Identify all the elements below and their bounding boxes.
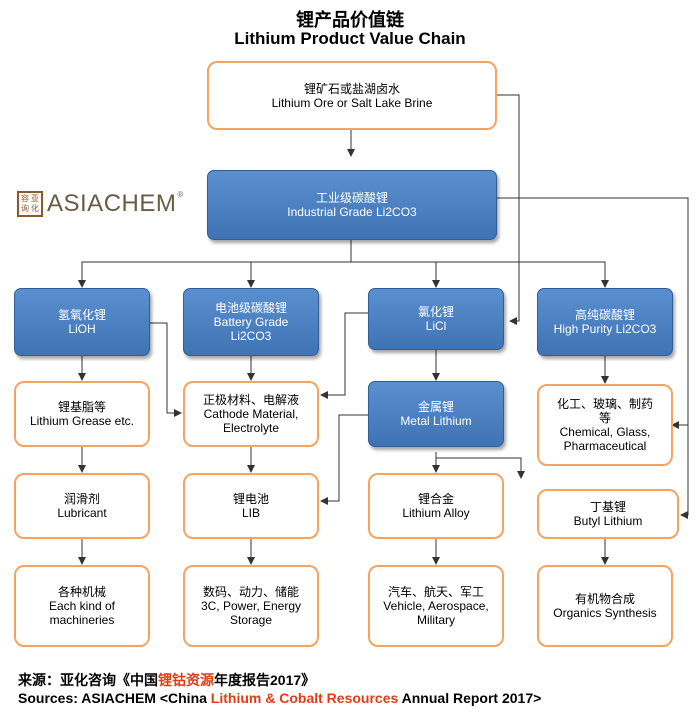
- node-organics-en: Organics Synthesis: [553, 606, 657, 620]
- node-butyl-cn: 丁基锂: [589, 500, 626, 514]
- node-chemical-cn1: 化工、玻璃、制药: [556, 397, 653, 411]
- node-power-en1: 3C, Power, Energy: [200, 599, 302, 613]
- edge-ore-licl: [497, 94, 520, 325]
- node-butyl: 丁基锂 Butyl Lithium: [537, 489, 679, 539]
- node-highpurity-en: High Purity Li2CO3: [553, 322, 657, 336]
- source-english: Sources: ASIACHEM <China Lithium & Cobal…: [18, 690, 541, 706]
- node-alloy-en: Lithium Alloy: [402, 506, 470, 520]
- node-machinery: 各种机械 Each kind of machineries: [14, 565, 150, 647]
- node-cathode: 正极材料、电解液 Cathode Material, Electrolyte: [183, 381, 319, 447]
- node-cathode-en2: Electrolyte: [222, 421, 280, 435]
- node-industrial-en: Industrial Grade Li2CO3: [287, 205, 417, 219]
- node-vehicle-en1: Vehicle, Aerospace,: [383, 599, 489, 613]
- node-grease-en: Lithium Grease etc.: [29, 414, 135, 428]
- asiachem-logo: 容亚询化 ASIACHEM ®: [17, 190, 183, 218]
- node-lib: 锂电池 LIB: [183, 473, 319, 539]
- node-metal-cn: 金属锂: [417, 400, 454, 414]
- edge-licl-cathode: [320, 312, 368, 399]
- node-vehicle: 汽车、航天、军工 Vehicle, Aerospace, Military: [368, 565, 504, 647]
- logo-seal: 容亚询化: [17, 191, 43, 217]
- node-highpurity: 高纯碳酸锂 High Purity Li2CO3: [537, 288, 673, 356]
- edge-industrial-bus: [78, 240, 352, 288]
- node-lioh-cn: 氢氧化锂: [57, 308, 106, 322]
- node-organics: 有机物合成 Organics Synthesis: [537, 565, 673, 647]
- logo-registered-mark: ®: [177, 190, 184, 199]
- node-licl: 氯化锂 LiCl: [368, 288, 504, 350]
- edge-industrial-butyl: [680, 425, 689, 519]
- node-power-cn: 数码、动力、储能: [202, 585, 299, 599]
- node-battery: 电池级碳酸锂 Battery Grade Li2CO3: [183, 288, 319, 356]
- node-metal: 金属锂 Metal Lithium: [368, 381, 504, 447]
- title-chinese: 锂产品价值链: [296, 10, 404, 30]
- node-lubricant-en: Lubricant: [57, 506, 107, 520]
- node-licl-cn: 氯化锂: [417, 305, 454, 319]
- node-alloy-cn: 锂合金: [417, 492, 454, 506]
- node-battery-cn: 电池级碳酸锂: [214, 301, 287, 315]
- node-machinery-en1: Each kind of: [48, 599, 116, 613]
- node-grease: 锂基脂等 Lithium Grease etc.: [14, 381, 150, 447]
- node-battery-en2: Li2CO3: [230, 329, 272, 343]
- node-power: 数码、动力、储能 3C, Power, Energy Storage: [183, 565, 319, 647]
- node-organics-cn: 有机物合成: [574, 592, 635, 606]
- node-industrial-cn: 工业级碳酸锂: [315, 191, 388, 205]
- logo-seal-text: 容亚询化: [21, 194, 39, 213]
- node-cathode-cn: 正极材料、电解液: [202, 393, 299, 407]
- node-power-en2: Storage: [229, 613, 273, 627]
- title-english: Lithium Product Value Chain: [234, 29, 466, 48]
- node-machinery-en2: machineries: [49, 613, 115, 627]
- node-licl-en: LiCl: [425, 319, 447, 333]
- source-en-highlight: Lithium & Cobalt Resources: [210, 690, 399, 706]
- node-ore: 锂矿石或盐湖卤水 Lithium Ore or Salt Lake Brine: [207, 61, 497, 130]
- node-butyl-en: Butyl Lithium: [573, 514, 643, 528]
- node-lubricant: 润滑剂 Lubricant: [14, 473, 150, 539]
- node-industrial: 工业级碳酸锂 Industrial Grade Li2CO3: [207, 170, 497, 240]
- node-chemical: 化工、玻璃、制药 等 Chemical, Glass, Pharmaceutic…: [537, 384, 673, 466]
- source-en-post: Annual Report 2017>: [398, 690, 542, 706]
- source-chinese: 来源：亚化咨询《中国锂钴资源年度报告2017》: [18, 670, 315, 690]
- node-lubricant-cn: 润滑剂: [63, 492, 100, 506]
- edge-to-highpurity: [351, 261, 609, 288]
- edge-lioh-cathode: [150, 322, 182, 417]
- node-vehicle-en2: Military: [417, 613, 455, 627]
- logo-brand: ASIACHEM: [47, 190, 177, 217]
- node-grease-cn: 锂基脂等: [57, 400, 106, 414]
- node-metal-en: Metal Lithium: [400, 414, 472, 428]
- node-ore-en: Lithium Ore or Salt Lake Brine: [271, 95, 433, 110]
- node-battery-en1: Battery Grade: [213, 315, 289, 329]
- node-lib-cn: 锂电池: [232, 492, 269, 506]
- node-highpurity-cn: 高纯碳酸锂: [574, 308, 635, 322]
- node-chemical-en1: Chemical, Glass,: [559, 425, 651, 439]
- source-cn-post: 年度报告2017》: [214, 672, 316, 688]
- source-cn-pre: 来源：亚化咨询《中国: [18, 672, 158, 688]
- source-cn-highlight: 锂钴资源: [158, 672, 214, 688]
- node-chemical-en2: Pharmaceutical: [563, 439, 647, 453]
- node-lioh: 氢氧化锂 LiOH: [14, 288, 150, 356]
- source-en-pre: Sources: ASIACHEM <China: [18, 690, 211, 706]
- edge-industrial-chemical: [497, 197, 689, 429]
- node-chemical-cn2: 等: [598, 411, 611, 425]
- node-alloy: 锂合金 Lithium Alloy: [368, 473, 504, 539]
- node-lioh-en: LiOH: [68, 322, 96, 336]
- node-cathode-en1: Cathode Material,: [203, 407, 299, 421]
- node-vehicle-cn: 汽车、航天、军工: [387, 585, 484, 599]
- node-machinery-cn: 各种机械: [57, 585, 106, 599]
- edge-metal-butyl: [436, 457, 525, 479]
- node-lib-en: LIB: [241, 506, 260, 520]
- node-ore-cn: 锂矿石或盐湖卤水: [303, 81, 400, 96]
- edge-metal-lib: [320, 414, 368, 505]
